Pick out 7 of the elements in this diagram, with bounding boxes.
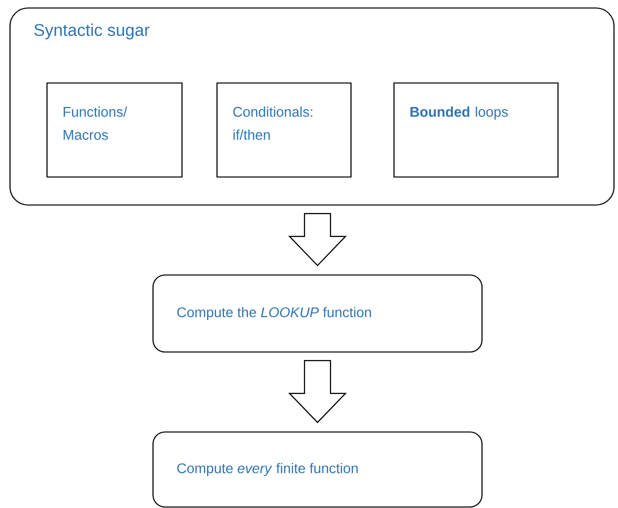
step-box: Compute every finite function bbox=[152, 431, 483, 508]
block-arrow bbox=[288, 360, 347, 424]
concept-box: Conditionals: if/then bbox=[216, 82, 352, 178]
concept-box: Bounded loops bbox=[393, 82, 559, 178]
block-arrow bbox=[288, 213, 347, 266]
step-box: Compute the LOOKUP function bbox=[152, 274, 483, 353]
concept-box: Functions/ Macros bbox=[46, 82, 183, 178]
